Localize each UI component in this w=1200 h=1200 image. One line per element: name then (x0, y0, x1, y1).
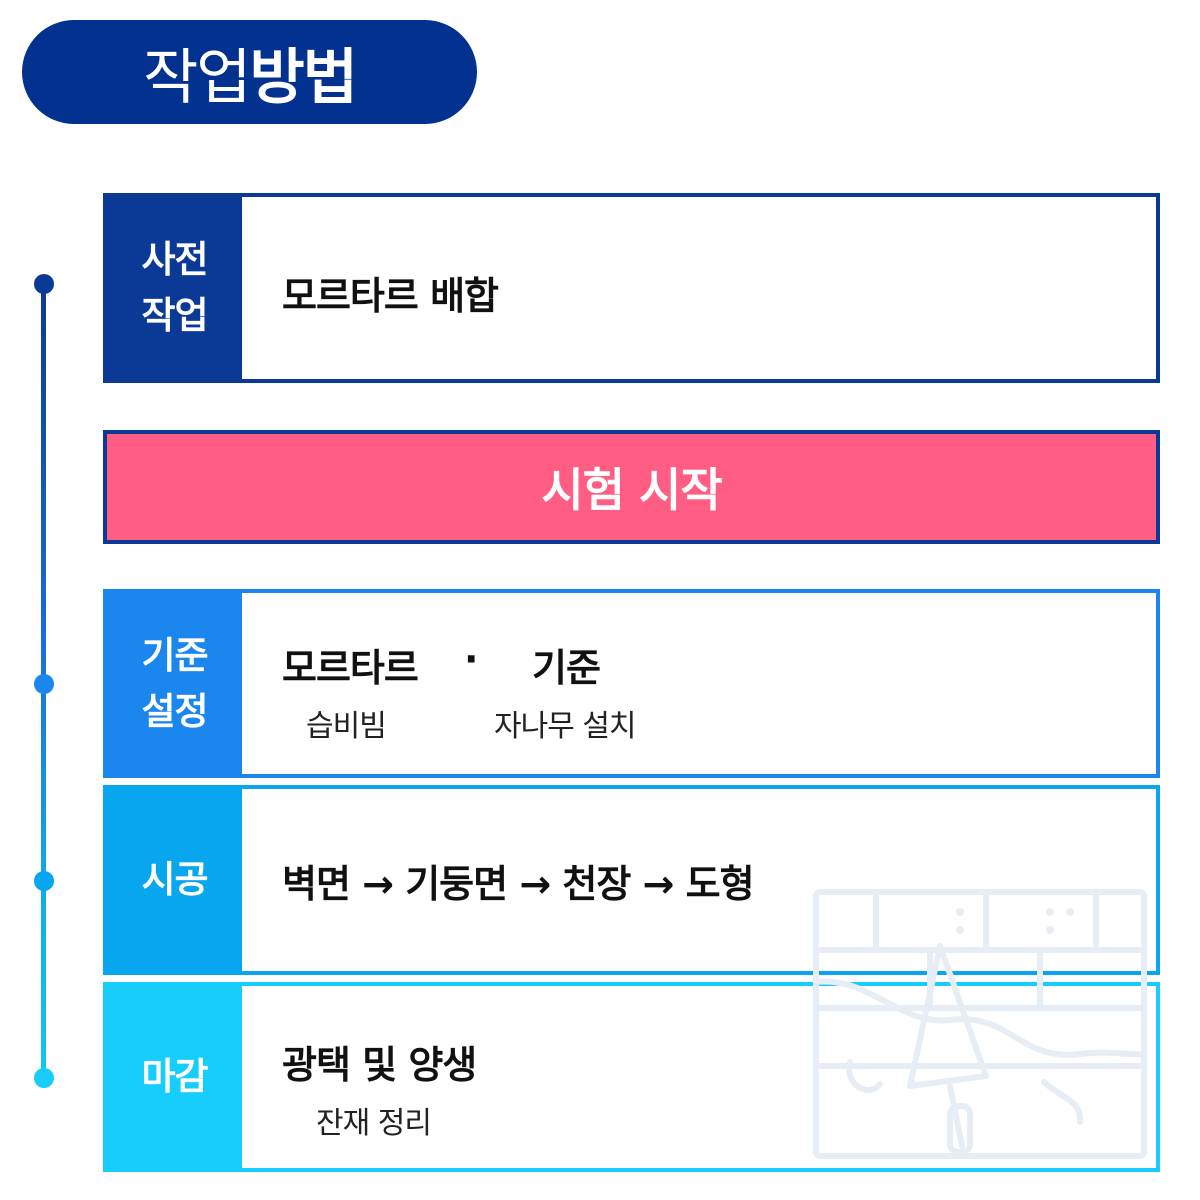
step-main-text-right: 기준 (532, 646, 601, 690)
step-label-line: 시공 (141, 858, 208, 901)
timeline-dot-3 (34, 871, 54, 891)
trowel-and-tile-wall-icon (813, 889, 1147, 1159)
timeline-dot-2 (34, 674, 54, 694)
step-main-text-left: 모르타르 (282, 646, 419, 690)
step-label-line: 작업 (141, 294, 208, 337)
step-content-preparation: 모르타르 배합 (242, 197, 1156, 379)
step-main-text: 광택 및 양생 (282, 1043, 477, 1087)
step-label-baseline: 기준 설정 (107, 593, 242, 774)
test-start-banner: 시험 시작 (103, 430, 1160, 544)
step-label-finishing: 마감 (107, 986, 242, 1168)
step-sub-text: 잔재 정리 (316, 1106, 432, 1141)
step-sub-text-right: 자나무 설치 (494, 709, 637, 744)
step-row-baseline: 기준 설정 모르타르 · 기준 습비빔 자나무 설치 (103, 589, 1160, 778)
step-main-text: 모르타르 배합 (282, 274, 499, 318)
step-content-construction: 벽면 → 기둥면 → 천장 → 도형 (242, 789, 1156, 971)
step-row-preparation: 사전 작업 모르타르 배합 (103, 193, 1160, 383)
timeline-dot-4 (34, 1068, 54, 1088)
title-light-text: 작업 (143, 42, 251, 113)
step-label-preparation: 사전 작업 (107, 197, 242, 379)
step-sub-text-left: 습비빔 (306, 709, 387, 744)
banner-text: 시험 시작 (541, 463, 722, 517)
step-label-line: 사전 (141, 238, 208, 281)
step-content-finishing: 광택 및 양생 잔재 정리 (242, 986, 1156, 1168)
step-main-text: 벽면 → 기둥면 → 천장 → 도형 (282, 862, 755, 906)
step-label-line: 설정 (141, 689, 208, 733)
step-separator: · (464, 637, 478, 681)
title-bold-text: 방법 (249, 42, 358, 113)
timeline-dot-1 (34, 274, 54, 294)
step-label-construction: 시공 (107, 789, 242, 971)
step-label-line: 기준 (141, 633, 208, 677)
step-content-baseline: 모르타르 · 기준 습비빔 자나무 설치 (242, 593, 1156, 774)
step-label-line: 마감 (141, 1055, 208, 1098)
